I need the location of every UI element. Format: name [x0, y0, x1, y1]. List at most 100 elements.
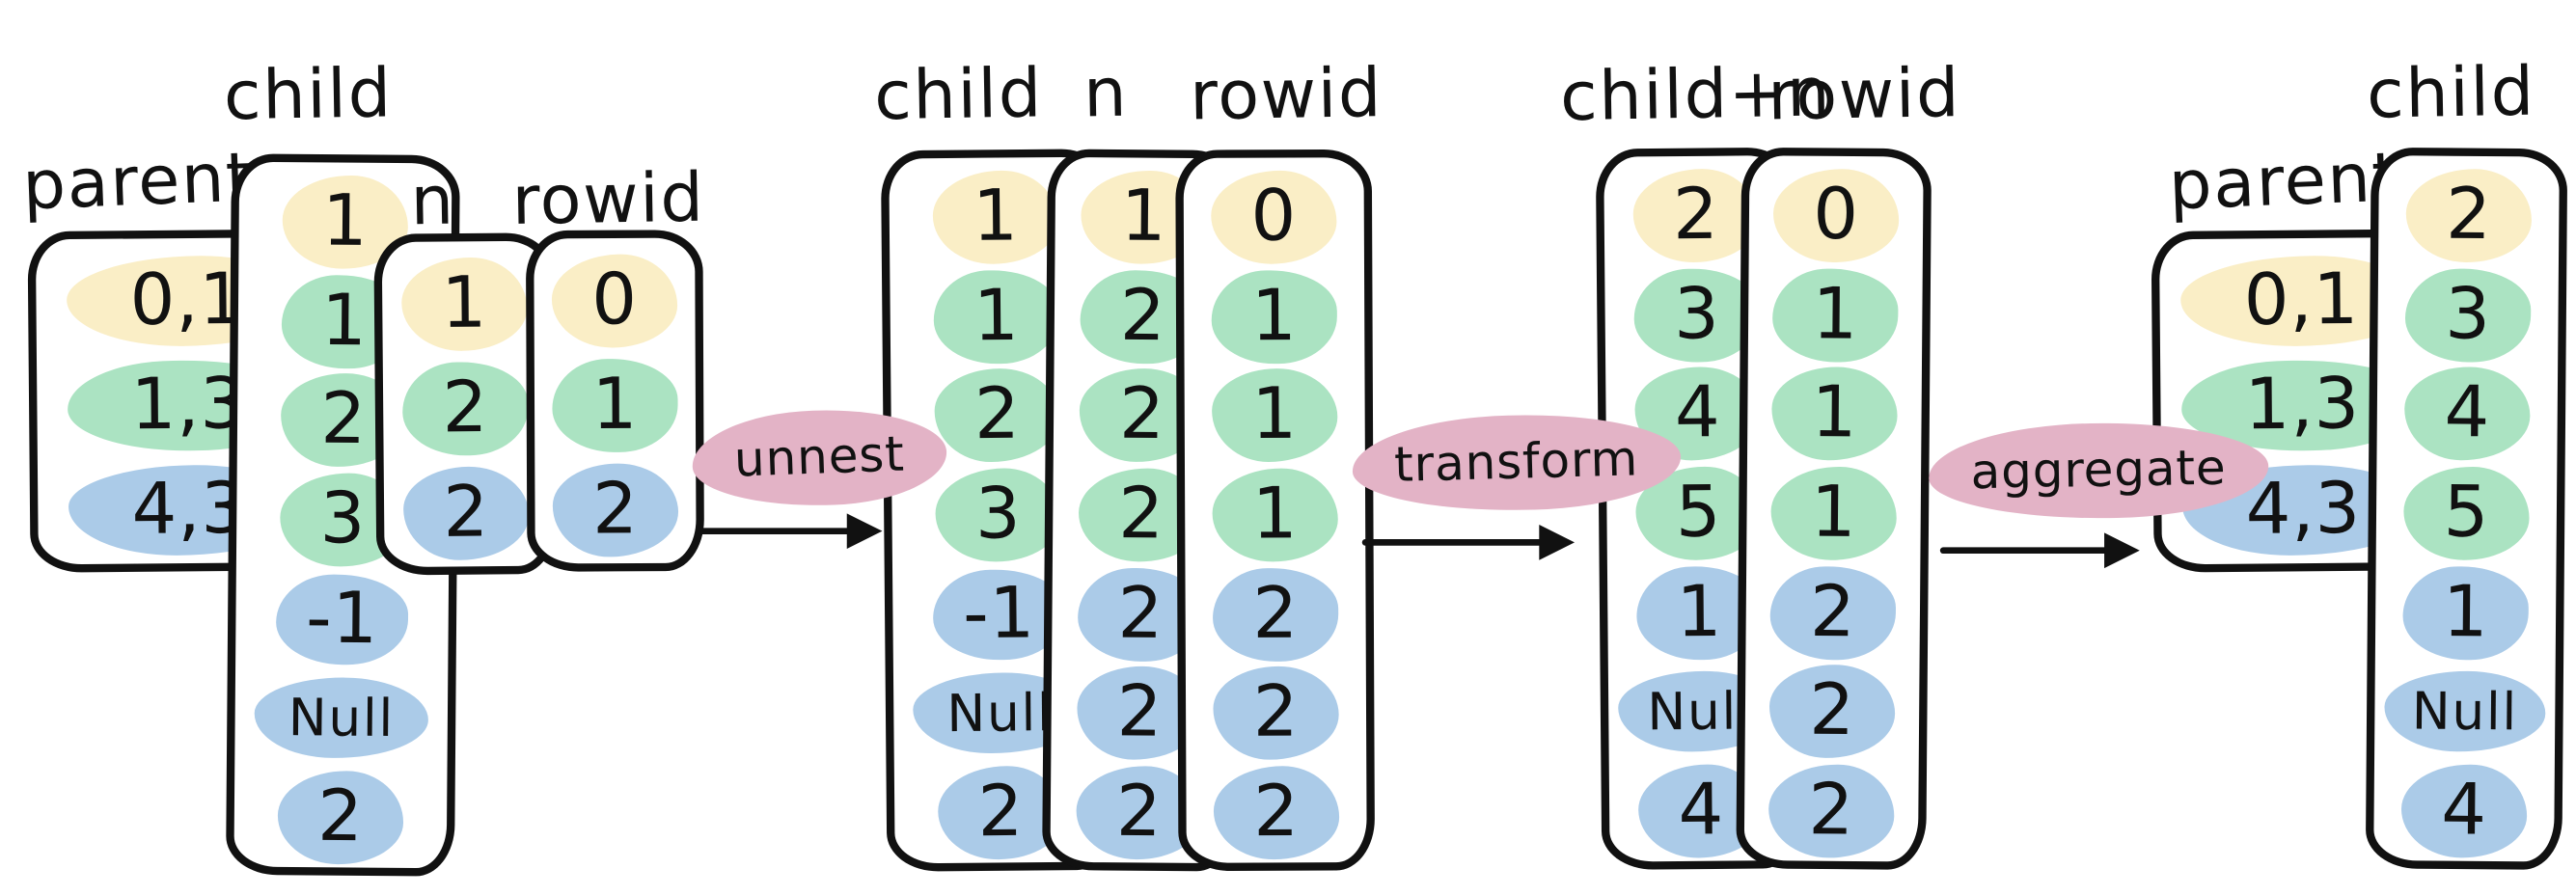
cell-value: 3 — [974, 473, 1022, 556]
cell: 2 — [534, 458, 696, 564]
cell-value: 4 — [1674, 371, 1721, 455]
cell-value: 2 — [1117, 473, 1165, 556]
cell-value: 2 — [442, 367, 489, 449]
cell-value: Null — [2411, 681, 2519, 744]
column-header-parent: parent — [20, 137, 256, 226]
cell-value: 0 — [1812, 173, 1860, 257]
cell-value: 1 — [1120, 175, 1167, 258]
cell-value: 2 — [1118, 373, 1166, 456]
cell-value: 0,1 — [129, 258, 246, 341]
cell: Null — [234, 668, 448, 770]
cell-value: Null — [946, 682, 1054, 746]
cell-value: -1 — [962, 572, 1036, 656]
cell-value: 2 — [1115, 771, 1163, 854]
cell-value: 5 — [2443, 471, 2490, 555]
cell: 2 — [1185, 564, 1365, 665]
cell-value: 1 — [973, 274, 1021, 357]
column-header-child: child — [873, 53, 1044, 136]
cell: 0 — [1749, 165, 1924, 265]
column-rowid-input: 0 1 2 — [525, 230, 705, 572]
column-header-n: n — [409, 160, 456, 241]
column-header-rowid: rowid — [1189, 53, 1384, 136]
cell-value: 1 — [1812, 272, 1859, 356]
column-rowid-transformed: 0 1 1 1 2 2 2 — [1736, 147, 1932, 870]
cell-value: 2 — [443, 472, 490, 555]
cell-value: 1 — [591, 364, 639, 447]
cell-value: 0,1 — [2243, 258, 2360, 341]
cell: 0 — [534, 248, 695, 354]
cell: 1 — [1746, 463, 1921, 563]
cell: 1 — [534, 353, 696, 459]
cell-value: 1 — [1811, 371, 1858, 455]
column-header-n: n — [1082, 52, 1129, 133]
cell: 0 — [1184, 167, 1364, 267]
cell-value: 3 — [1673, 272, 1720, 356]
cell-value: -1 — [305, 577, 379, 661]
cell-value: 1 — [320, 279, 369, 362]
cell-value: 4 — [1678, 769, 1725, 853]
cell: 1 — [382, 251, 547, 357]
column-header-rowid: rowid — [1767, 53, 1961, 136]
cell-value: 2 — [1808, 769, 1855, 853]
cell-value: 3 — [319, 477, 367, 560]
arrow-transform — [1361, 539, 1569, 546]
cell-value: 1 — [1810, 471, 1857, 555]
cell: 1 — [2375, 562, 2557, 663]
cell-value: 2 — [1252, 671, 1300, 754]
cell-value: 2 — [1672, 173, 1720, 257]
cell-value: 1 — [972, 175, 1020, 258]
column-header-child: child — [223, 53, 394, 136]
cell-value: 3 — [2444, 272, 2492, 356]
cell-value: 1 — [1676, 570, 1723, 654]
cell: 2 — [1745, 562, 1920, 663]
cell-value: 0 — [591, 258, 638, 341]
column-header-child: child — [2366, 51, 2536, 134]
cell: 2 — [384, 461, 549, 567]
cell-value: 2 — [1119, 274, 1166, 357]
cell: 2 — [233, 768, 447, 869]
cell-value: 1 — [321, 179, 369, 262]
cell: 2 — [1744, 761, 1919, 861]
cell: 1 — [1748, 264, 1923, 365]
cell-value: 2 — [977, 771, 1025, 854]
cell-value: 4 — [2444, 371, 2491, 455]
arrow-aggregate — [1939, 547, 2134, 555]
cell-value: 2 — [591, 469, 639, 552]
cell: -1 — [235, 569, 449, 670]
cell-value: 1 — [1251, 473, 1299, 556]
cell: 2 — [1186, 664, 1366, 764]
cell: 3 — [2377, 264, 2559, 365]
cell-value: 2 — [2445, 173, 2493, 257]
cell-value: Null — [288, 687, 396, 750]
cell-value: 2 — [1117, 572, 1165, 655]
cell: 2 — [383, 356, 548, 462]
cell: 2 — [1745, 662, 1920, 762]
cell: 4 — [2373, 761, 2555, 861]
cell-value: 1,3 — [2244, 363, 2361, 447]
cell-value: 1 — [2442, 570, 2489, 654]
column-header-parent: parent — [2167, 137, 2402, 226]
cell-value: 2 — [316, 775, 365, 858]
cell-value: 4,3 — [2245, 468, 2362, 552]
cell: 1 — [1184, 266, 1364, 367]
cell-value: 2 — [320, 378, 368, 461]
cell-value: 2 — [1808, 669, 1856, 753]
column-header-rowid: rowid — [510, 157, 706, 240]
arrow-unnest — [695, 528, 876, 535]
cell: 2 — [1186, 763, 1366, 863]
cell: 4 — [2376, 364, 2558, 464]
cell: 1 — [1185, 366, 1365, 466]
cell-value: 4 — [2440, 769, 2488, 853]
cell-value: 2 — [1116, 671, 1164, 754]
cell-value: 1 — [441, 261, 488, 344]
cell-value: 2 — [1252, 572, 1300, 655]
cell-value: 2 — [1809, 570, 1856, 654]
cell-value: 0 — [1250, 175, 1298, 258]
cell: 1 — [1185, 465, 1365, 565]
cell-value: 1 — [1250, 274, 1298, 357]
cell: 1 — [1747, 364, 1922, 464]
cell-value: 2 — [973, 373, 1021, 456]
